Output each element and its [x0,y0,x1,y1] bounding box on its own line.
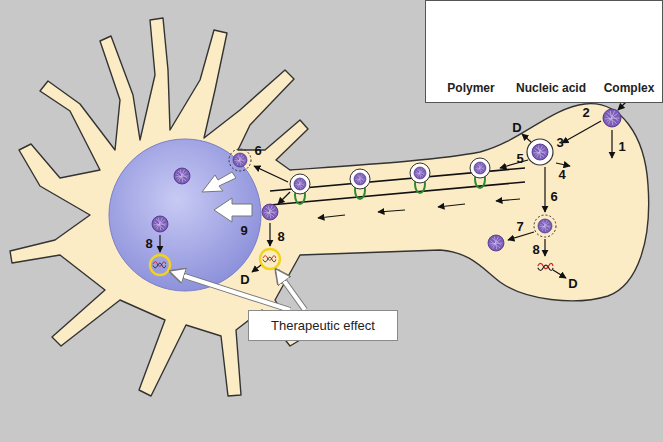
callout-number: 6 [254,143,261,158]
step-arrow [544,239,545,256]
degradation-mark: D [512,120,521,135]
step-arrow [252,265,261,272]
step-arrow [611,130,612,158]
degradation-mark: D [568,276,577,291]
step-arrow [522,134,531,142]
degradation-mark: D [240,272,249,287]
active-nucleic-acid [260,249,280,269]
effect-leaders [172,271,305,310]
callout-number: 3 [556,135,563,150]
degraded-nucleic-acid [538,263,553,270]
broken-endosome [534,215,556,237]
node-text: Polymer [447,81,494,95]
complex-outside [603,109,621,127]
step-arrow [544,167,545,212]
step-arrow [556,163,570,166]
step-arrow [269,223,270,246]
callout-number: 2 [582,105,589,120]
step-arrow [562,121,601,143]
step-arrow [500,160,528,168]
callout-number: 8 [532,242,539,257]
nuclear-entry-arrow [202,172,236,192]
endosome [527,139,553,165]
nuclear-entry-arrow [214,198,252,222]
free-complex [262,204,278,220]
broken-endosome [229,149,251,171]
step-arrow [553,270,566,278]
nucleus [109,139,261,291]
free-complex [488,235,504,251]
callout-number: 8 [145,236,152,251]
callout-number: 9 [240,223,247,238]
callout-number: 1 [618,139,625,154]
callout-number: 8 [277,229,284,244]
callout-number: 7 [516,219,523,234]
callout-number: 5 [516,151,523,166]
inset-panel: Polymer Nucleic acid Complex [425,0,663,103]
transport-vesicles [290,158,490,204]
callout-number: 4 [558,167,565,182]
step-arrow [278,192,290,204]
node-text: Nucleic acid [516,81,586,95]
active-nucleic-acid [150,255,170,275]
transport-arrows [318,199,520,218]
nuclear-complex [152,216,168,232]
step-arrow [254,166,288,182]
callout-number: 6 [550,189,557,204]
node-text: Therapeutic effect [271,318,375,333]
step-arrow [159,235,160,252]
callout-box: Therapeutic effect [248,310,398,341]
node-text: Complex [604,81,655,95]
nuclear-complex [174,168,190,184]
